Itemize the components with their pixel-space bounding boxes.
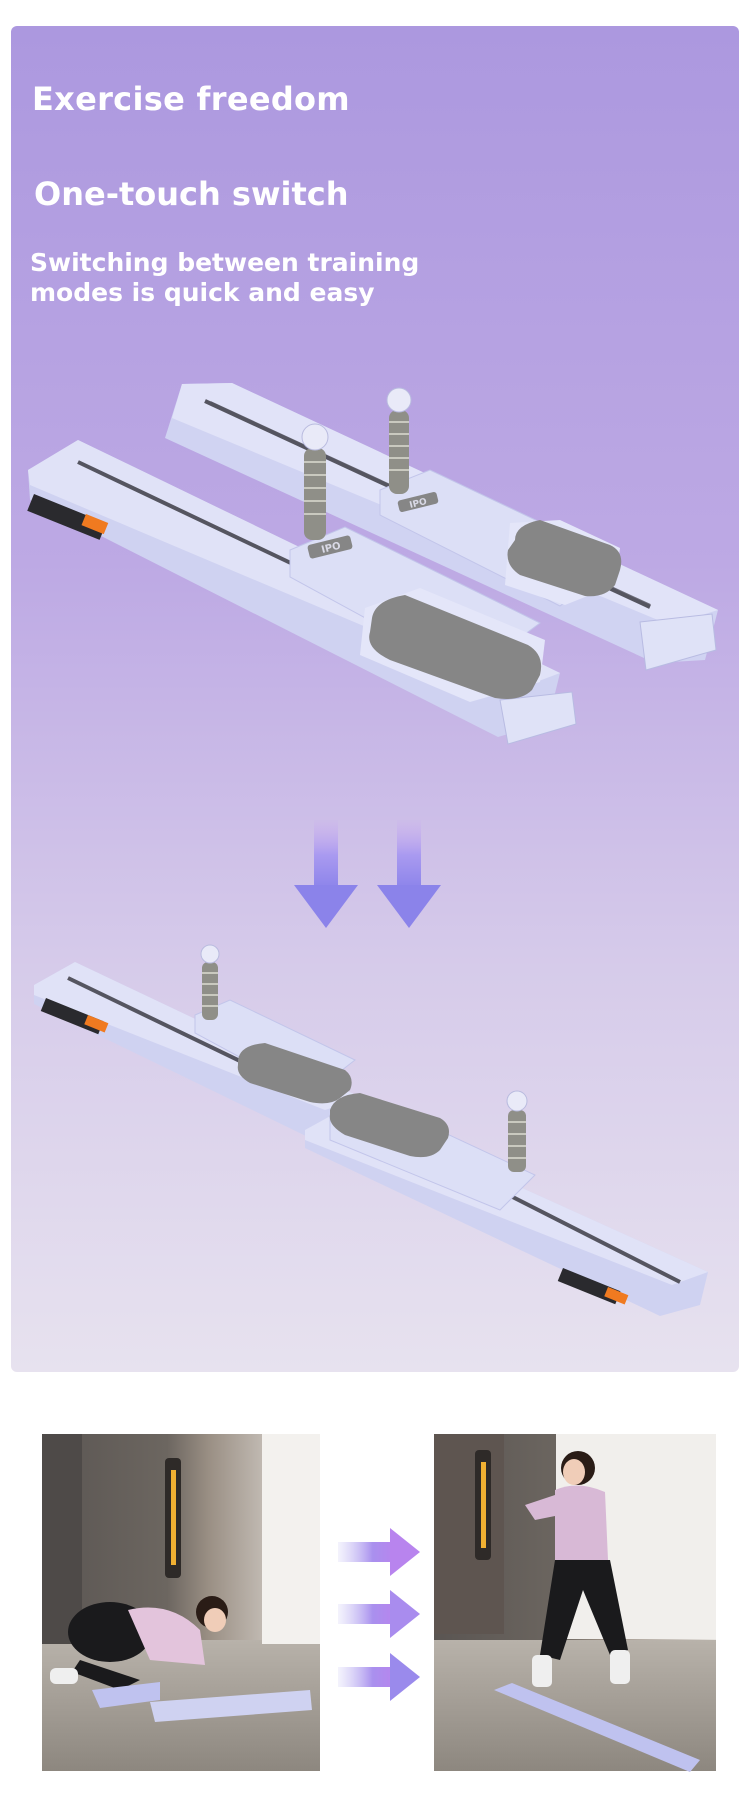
flow-arrows — [338, 1528, 420, 1701]
feature-description: Switching between training modes is quic… — [30, 248, 420, 307]
down-arrow-icon — [377, 820, 441, 928]
curtain — [262, 1434, 320, 1644]
trainer-in-photo — [494, 1683, 700, 1772]
extended-trainer — [34, 944, 708, 1316]
page-title: Exercise freedom — [32, 80, 350, 118]
trainer-in-photo — [150, 1690, 312, 1722]
transform-arrows — [294, 820, 441, 928]
photo-squatting — [434, 1434, 716, 1772]
person-kneeling — [50, 1596, 228, 1690]
pedal-logo-text: IPO — [409, 497, 429, 511]
pedal-logo-badge — [397, 491, 439, 513]
back-pedal: IPO — [379, 387, 622, 607]
right-arrow-icon — [338, 1653, 420, 1701]
feature-title: One-touch switch — [34, 175, 349, 213]
svg-text:IPO: IPO — [320, 541, 342, 556]
photo-kneeling — [42, 1434, 320, 1771]
right-pedal — [329, 1090, 536, 1211]
left-pedal — [194, 944, 356, 1104]
person-squatting — [525, 1451, 630, 1687]
down-arrow-icon — [294, 820, 358, 928]
folded-trainer: IPO IPO — [27, 383, 718, 745]
right-arrow-icon — [338, 1590, 420, 1638]
right-arrow-icon — [338, 1528, 420, 1576]
front-pedal: IPO — [289, 423, 545, 702]
